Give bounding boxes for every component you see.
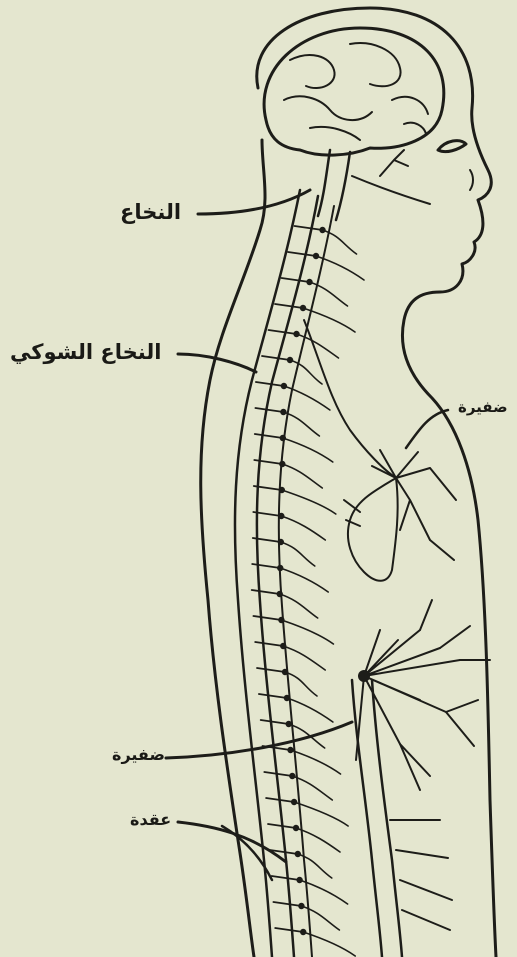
- label-plexus-lower: ضفيرة: [112, 745, 165, 764]
- nerve-branch: [281, 542, 315, 566]
- label-ganglion: عقدة: [130, 810, 171, 829]
- lower-plexus: [352, 600, 490, 957]
- label-brain-stem: النخاع: [120, 200, 181, 224]
- spinal-nerve: [257, 668, 285, 672]
- spinal-nerve: [259, 694, 287, 698]
- spinal-nerve: [288, 252, 316, 256]
- nerve-branch: [380, 150, 408, 176]
- spinal-nerve: [273, 902, 301, 906]
- nerve-branch: [281, 620, 333, 644]
- spinal-nerve: [261, 720, 289, 724]
- eye-icon: [438, 141, 466, 152]
- nerve-branch: [280, 594, 318, 618]
- spinal-nerve: [295, 226, 323, 230]
- spinal-nerve: [253, 616, 281, 620]
- spinal-nerve: [282, 278, 310, 282]
- spinal-nerve: [252, 564, 280, 568]
- spinal-nerve: [256, 382, 284, 386]
- nerve-branch: [287, 698, 333, 722]
- spinal-nerve: [275, 304, 303, 308]
- label-plexus-upper: ضفيرة: [458, 398, 508, 416]
- spinal-nerve: [252, 590, 280, 594]
- nerve-branch: [283, 412, 319, 436]
- spinal-nerve: [262, 356, 290, 360]
- spinal-nerve: [255, 434, 283, 438]
- spinal-nerve: [275, 928, 303, 932]
- nerve-branch: [301, 906, 339, 930]
- spinal-nerve: [272, 876, 300, 880]
- body-outline: [201, 8, 496, 957]
- spinal-nerves: [252, 226, 364, 956]
- nerve-branch: [291, 750, 341, 774]
- spinal-nerve: [264, 772, 292, 776]
- nerve-branch: [283, 646, 325, 670]
- nerve-branch: [281, 516, 325, 540]
- leader-lines: [166, 190, 448, 880]
- nerve-branch: [280, 568, 328, 592]
- brain: [264, 28, 444, 220]
- upper-plexus: [304, 320, 456, 581]
- spinal-nerve: [255, 642, 283, 646]
- facial-nerve: [352, 176, 430, 204]
- spinal-nerve: [269, 330, 297, 334]
- label-spinal-cord: النخاع الشوكي: [10, 340, 161, 364]
- nerve-branch: [294, 802, 348, 826]
- nerve-branch: [282, 464, 322, 488]
- nerve-branch: [283, 438, 333, 462]
- spinal-nerve: [255, 408, 283, 412]
- plexus-node: [358, 670, 370, 682]
- nerve-branch: [282, 490, 336, 514]
